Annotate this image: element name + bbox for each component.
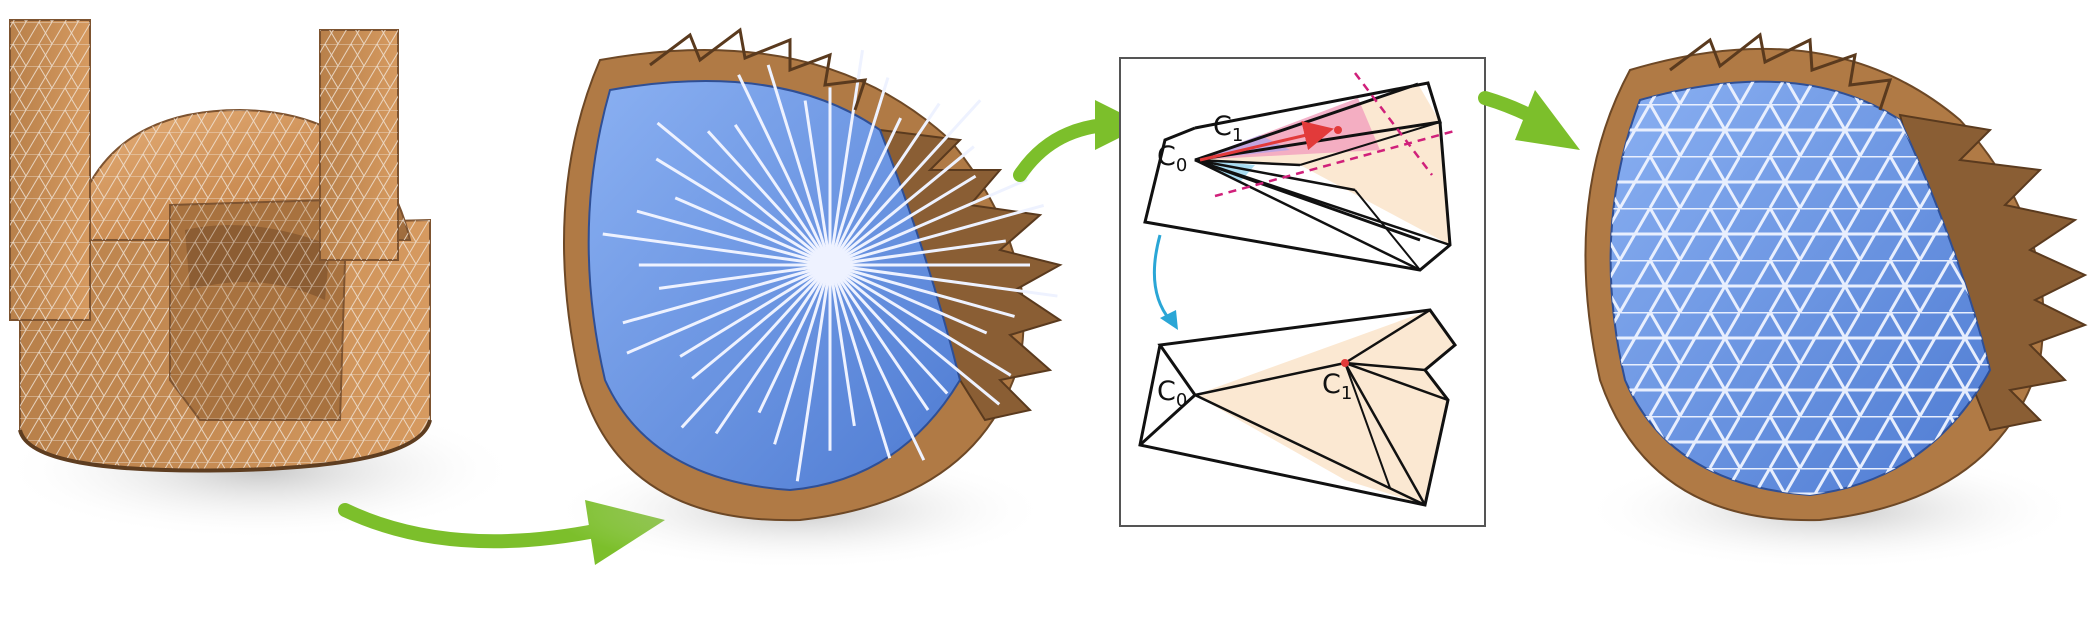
fan-ray <box>757 264 832 414</box>
fan-ray <box>655 157 831 267</box>
refined-mesh-sawtooth <box>1898 113 2088 432</box>
label-c1-bottom: C1 <box>1322 369 1352 404</box>
curved-green-arrow-icon-3 <box>1478 90 1580 150</box>
fan-ray <box>828 264 926 461</box>
peach-faces-top <box>1195 84 1450 245</box>
fan-ray <box>829 263 1015 318</box>
curved-blue-arrow-icon <box>1152 234 1178 330</box>
fan-ray <box>829 239 1006 267</box>
fan-ray <box>622 263 831 325</box>
fan-ray <box>829 263 1012 377</box>
fan-ray <box>691 263 831 380</box>
fan-ray <box>828 102 941 266</box>
label-c0-bottom: C0 <box>1157 376 1187 411</box>
fan-ray <box>602 232 831 267</box>
fan-ray <box>766 64 832 266</box>
fan-ray <box>674 196 831 267</box>
fan-triangulated-mesh <box>550 27 1063 570</box>
peach-faces-bottom <box>1195 310 1455 505</box>
fan-ray <box>828 77 890 266</box>
inset-top-diagram: C0 C1 <box>1143 72 1459 272</box>
fan-ray <box>773 264 832 445</box>
red-point-top <box>1334 126 1342 134</box>
fan-ray <box>828 117 902 266</box>
red-point-bottom <box>1341 359 1349 367</box>
fan-ray <box>636 209 831 267</box>
fan-ray <box>828 49 864 266</box>
fan-ray <box>828 264 930 411</box>
fan-rays <box>602 49 1058 482</box>
fan-ray <box>828 264 856 427</box>
label-c0-top: C0 <box>1157 141 1187 176</box>
fan-ray <box>829 174 977 267</box>
dashed-line-2 <box>1354 72 1433 176</box>
refined-mesh <box>1580 32 2088 570</box>
fan-ray <box>656 121 831 267</box>
fan-ray <box>714 264 832 435</box>
fan-ray <box>829 263 1058 298</box>
fan-ray <box>829 263 988 335</box>
fan-ray <box>828 99 982 267</box>
fan-ray <box>829 203 1045 267</box>
fan-ray <box>737 74 832 266</box>
label-c1-top: C1 <box>1213 111 1243 146</box>
fan-ray <box>828 264 892 459</box>
fan-ray <box>680 263 832 429</box>
fan-ray <box>828 263 949 395</box>
red-direction-arrow <box>1199 120 1334 162</box>
fan-ray <box>803 100 832 266</box>
fan-ray <box>829 263 1001 406</box>
lavender-region <box>1195 135 1290 160</box>
fan-ray <box>829 145 975 267</box>
fan-ray <box>795 264 832 482</box>
input-mesh-model <box>0 19 520 540</box>
inset-bottom-diagram: C0 C1 <box>1138 308 1458 507</box>
edge-flip-inset: C0 C1 C0 C1 <box>1119 57 1486 527</box>
fan-ray <box>733 124 832 266</box>
fan-ray <box>658 263 831 290</box>
fan-ray <box>706 130 832 267</box>
fan-ray <box>626 263 831 355</box>
fan-ray <box>829 178 1028 267</box>
fan-ray <box>679 263 831 358</box>
